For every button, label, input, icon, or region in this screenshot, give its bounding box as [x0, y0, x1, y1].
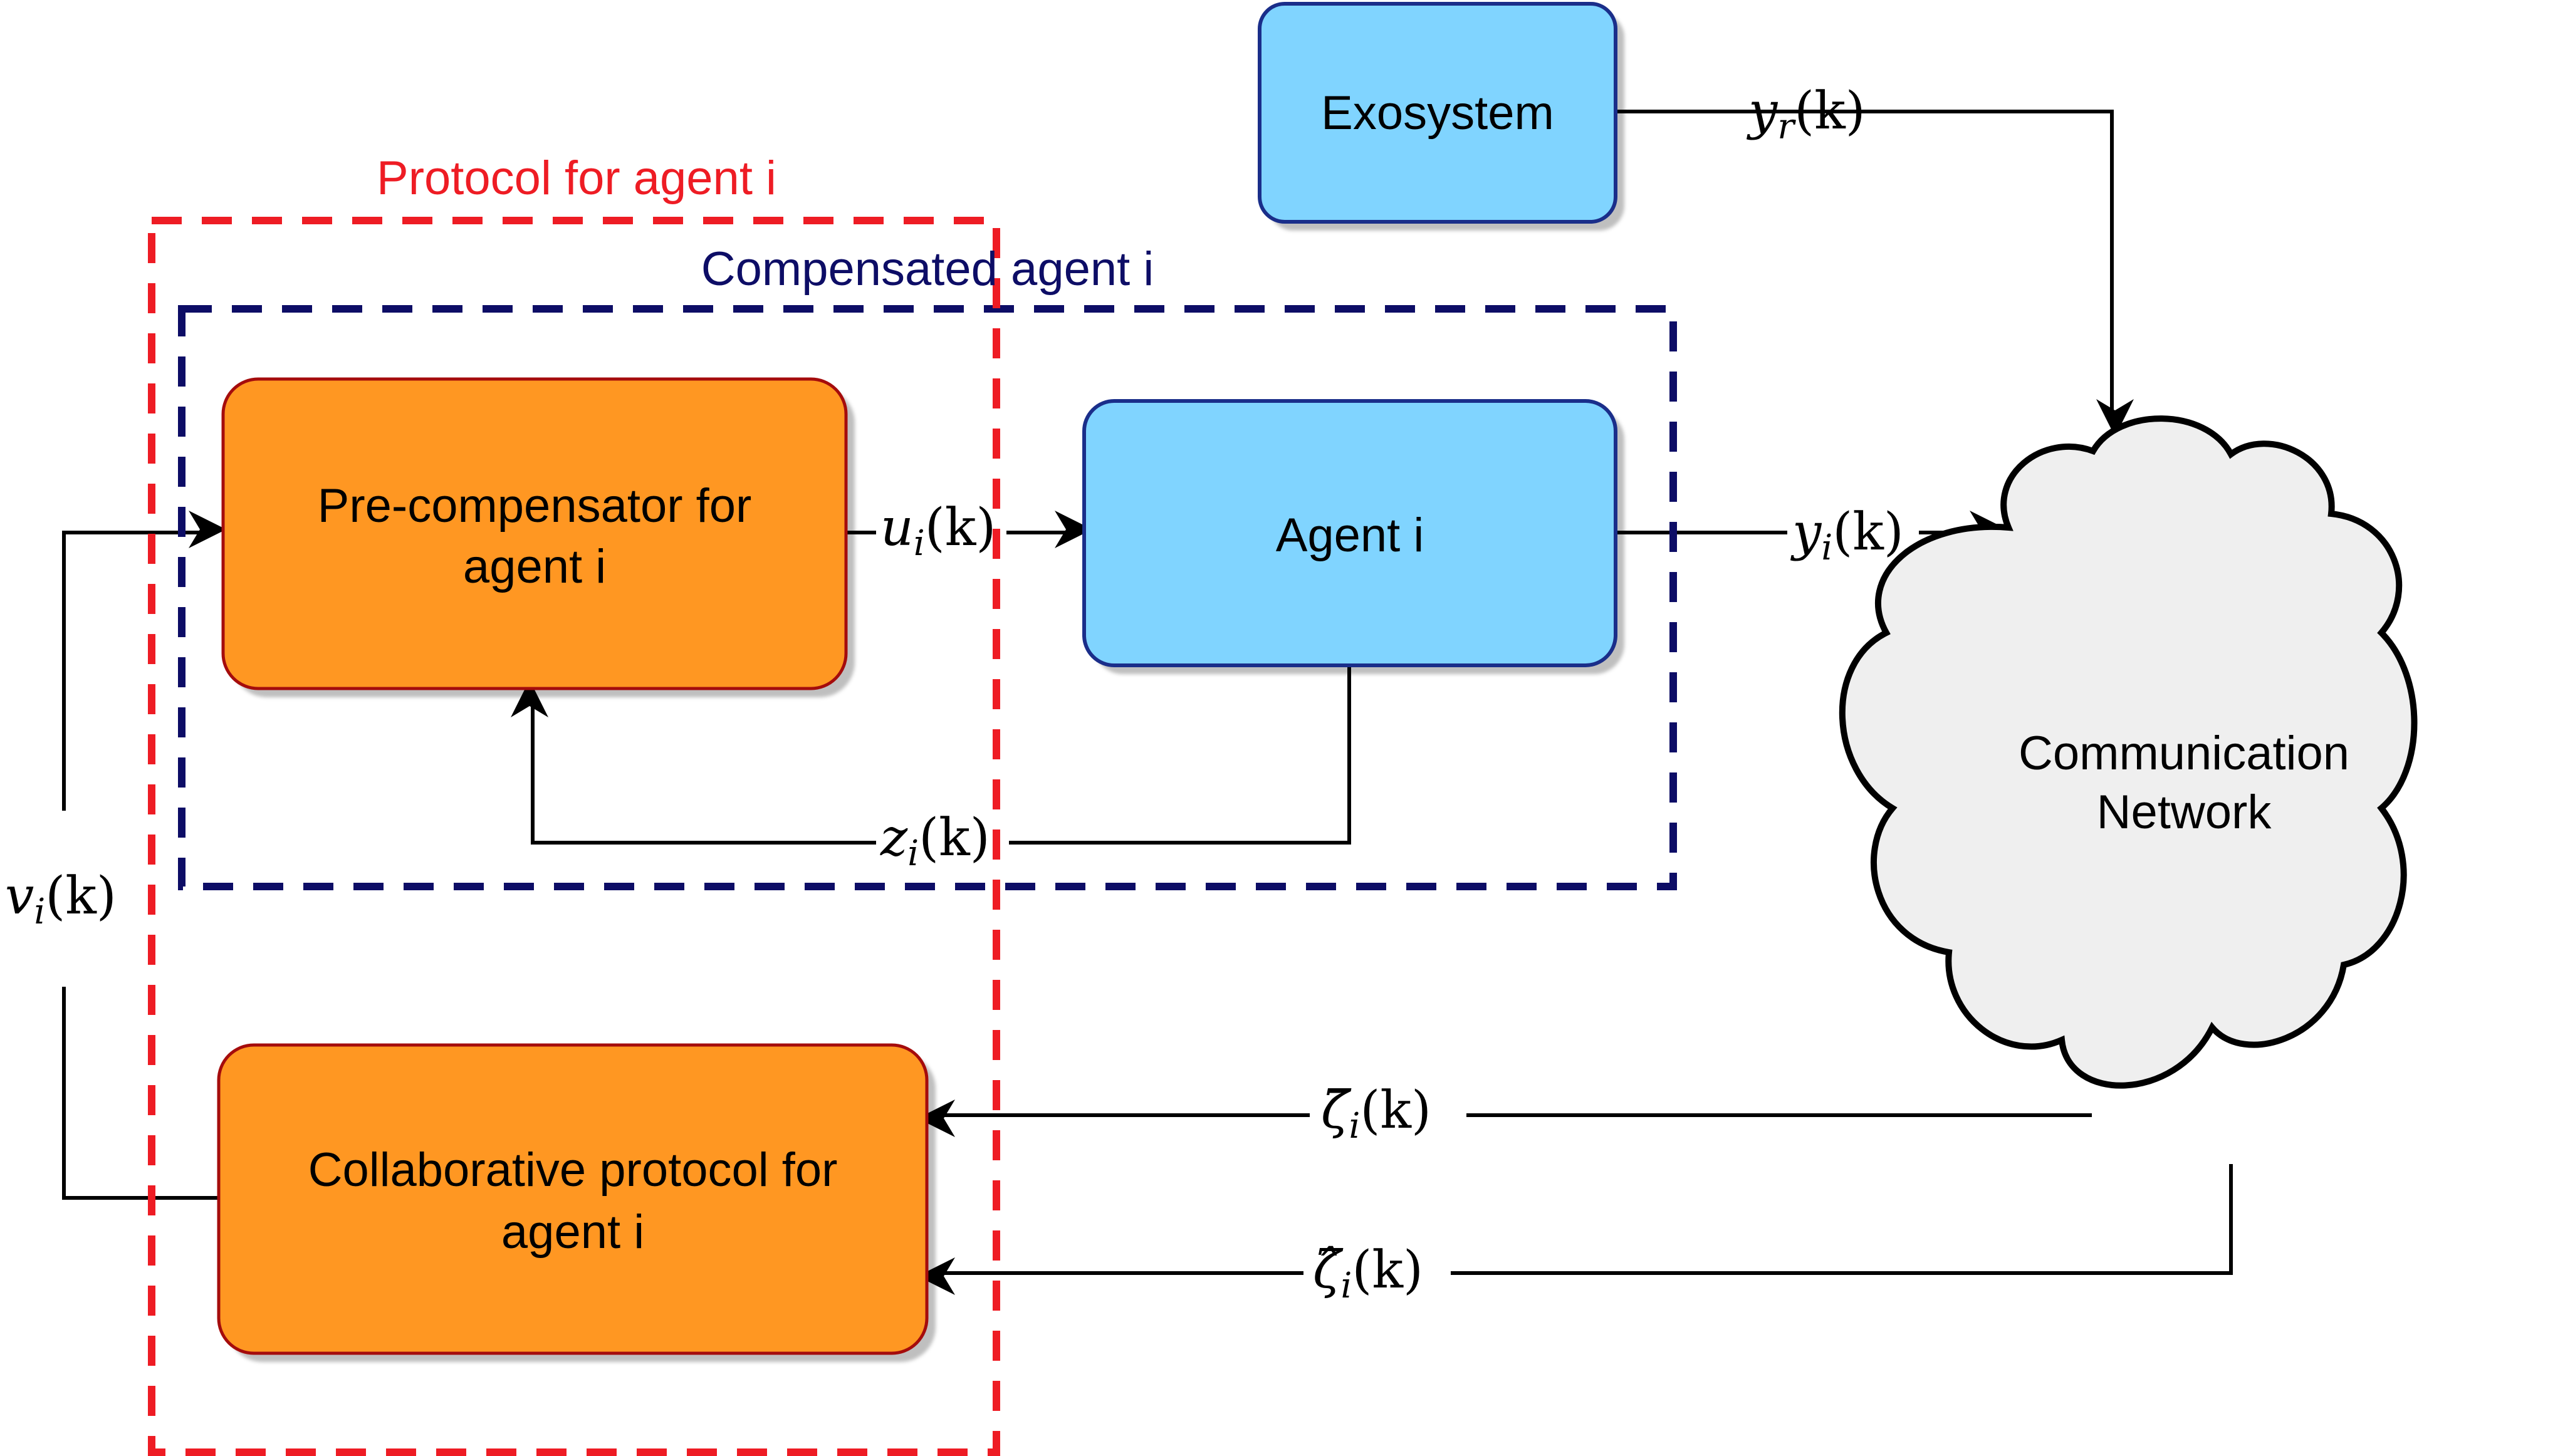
protocol-frame [148, 217, 1000, 1456]
compensated-agent-frame [178, 305, 1677, 890]
yi-label: yi(k) [1790, 502, 1904, 568]
yr-label: yr(k) [1746, 81, 1866, 147]
zi-connector-tail [511, 680, 876, 845]
network-label-line1: Communication [2019, 727, 2349, 780]
agent-box [1084, 401, 1616, 665]
zi-connector [1009, 665, 1351, 845]
vi-connector-top [62, 511, 226, 811]
zeta-bar-label: ζ̄i(k) [1321, 1081, 1431, 1147]
agent-block: Agent i [1082, 399, 1617, 667]
precompensator-outline [221, 377, 848, 690]
protocol-frame-label: Protocol for agent i [377, 152, 776, 205]
collaborative-outline [217, 1043, 929, 1355]
agent-label: Agent i [1276, 509, 1424, 562]
collaborative-label-line2: agent i [501, 1205, 644, 1259]
zeta-hat-connector [1451, 1164, 2233, 1275]
vi-label: vi(k) [5, 866, 117, 932]
exosystem-block: Exosystem [1258, 2, 1617, 224]
network-label-line2: Network [2097, 786, 2272, 839]
vi-connector-bottom [62, 987, 219, 1200]
exosystem-label: Exosystem [1321, 86, 1554, 140]
zeta-hat-label: ζ̂i(k) [1313, 1240, 1423, 1306]
ui-label: ui(k) [880, 498, 996, 564]
network-block: Communication Network [1839, 415, 2418, 1089]
precompensator-label-line1: Pre-compensator for [318, 479, 752, 533]
exosystem-outline [1258, 2, 1617, 224]
collaborative-label-line1: Collaborative protocol for [308, 1143, 838, 1197]
connections [62, 110, 2233, 1295]
collaborative-block: Collaborative protocol for agent i [217, 1043, 929, 1355]
collaborative-box [219, 1045, 927, 1353]
agent-outline [1082, 399, 1617, 667]
precompensator-block: Pre-compensator for agent i [221, 377, 848, 690]
network-cloud [1839, 415, 2418, 1089]
exosystem-box [1260, 4, 1616, 222]
zi-label: zi(k) [880, 808, 990, 874]
precompensator-label-line2: agent i [463, 540, 606, 593]
precompensator-box [223, 379, 846, 689]
compensated-agent-frame-label: Compensated agent i [701, 242, 1154, 296]
yr-connector [1616, 110, 2134, 437]
